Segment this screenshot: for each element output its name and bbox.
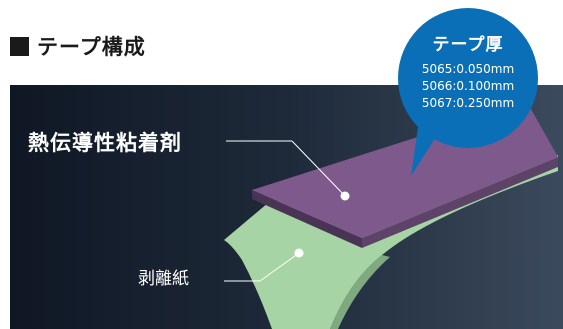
thickness-title: テープ厚 — [432, 35, 504, 55]
heading-square-icon — [10, 36, 29, 56]
liner-leader-line-2 — [259, 252, 300, 282]
tape-diagram — [224, 102, 558, 329]
release-liner-edge — [330, 255, 390, 329]
liner-label: 剥離紙 — [138, 269, 189, 289]
thickness-item: 5067:0.250mm — [421, 96, 515, 110]
adhesive-layer-edge — [252, 190, 362, 248]
page-title: テープ構成 — [37, 35, 146, 59]
thickness-item: 5065:0.050mm — [421, 62, 515, 76]
thickness-item: 5066:0.100mm — [421, 79, 515, 93]
thickness-bubble: テープ厚 5065:0.050mm 5066:0.100mm 5067:0.25… — [398, 8, 538, 148]
adhesive-layer-side — [362, 157, 558, 248]
adhesive-leader-line-2 — [291, 140, 346, 197]
adhesive-leader-dot — [340, 191, 350, 201]
section-heading: テープ構成 — [10, 31, 146, 61]
liner-leader-dot — [294, 248, 304, 258]
adhesive-label: 熱伝導性粘着剤 — [28, 131, 182, 155]
